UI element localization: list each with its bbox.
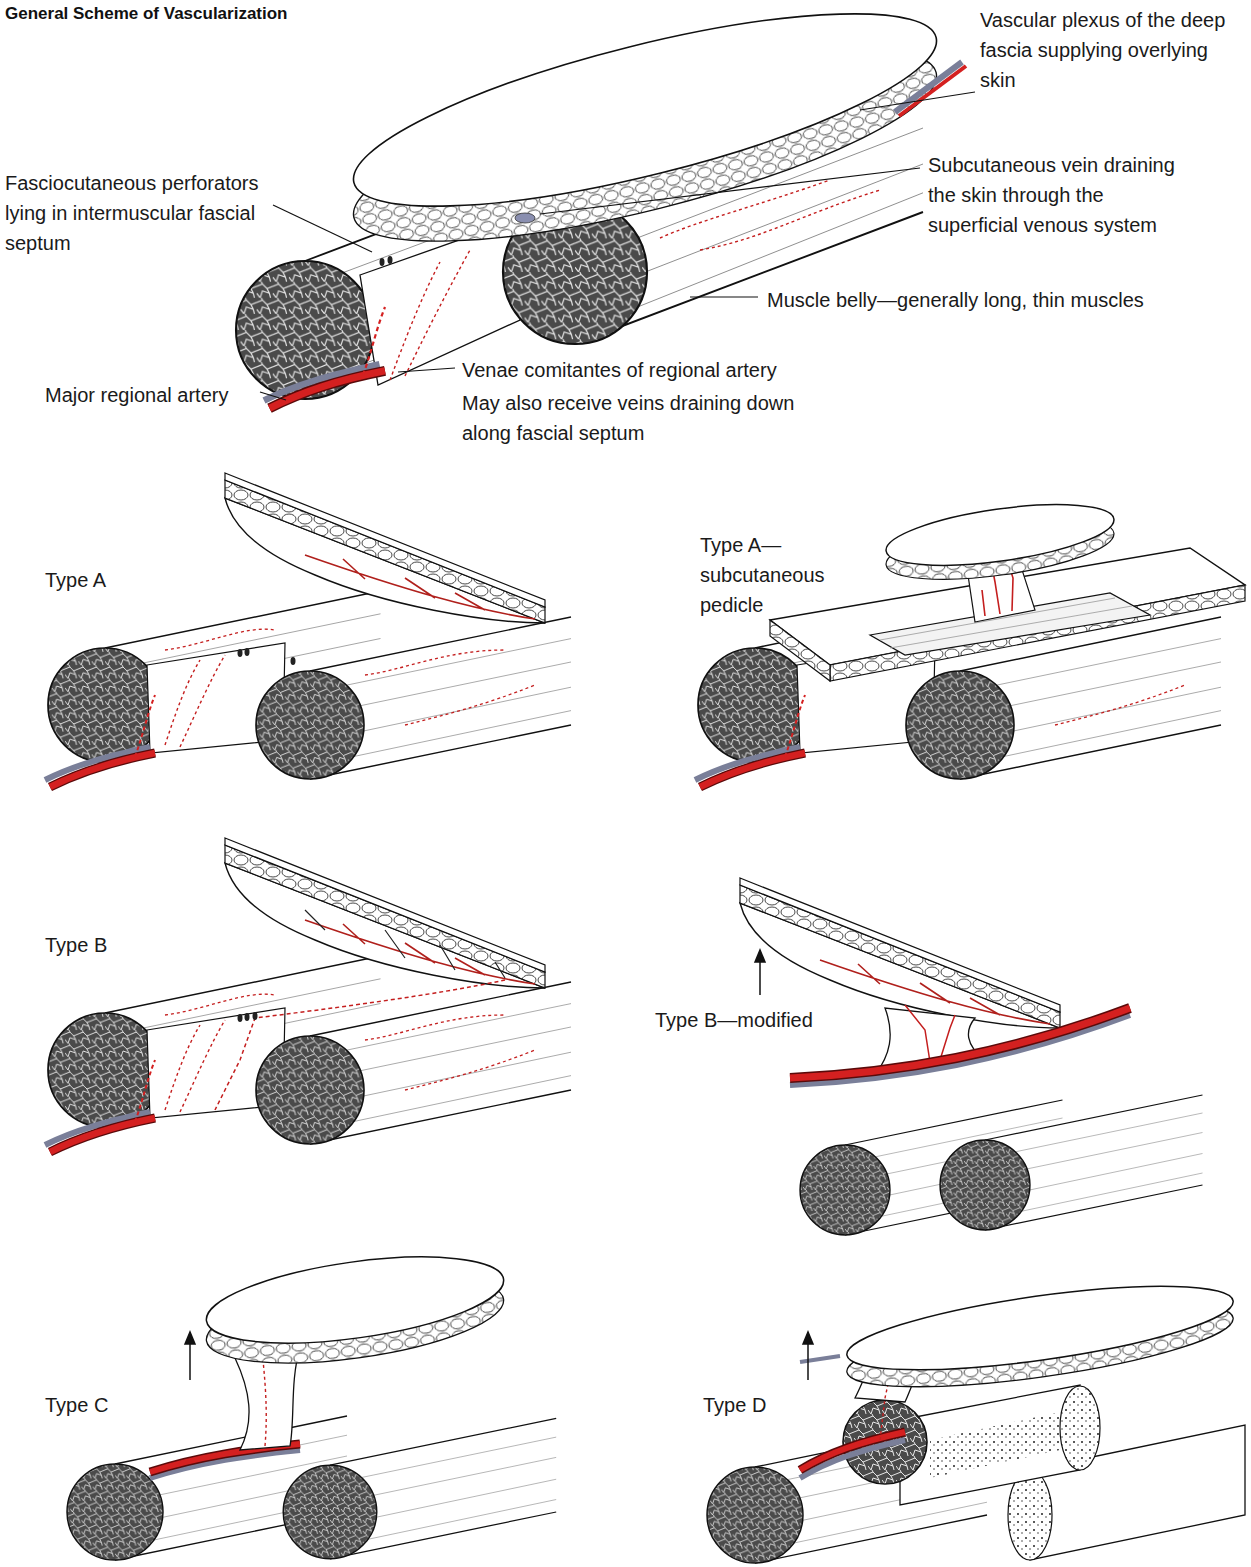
general-scheme-figure: [236, 0, 975, 408]
annotation-label: Type A—subcutaneous pedicle: [700, 530, 850, 620]
annotation-label: Type A: [45, 565, 106, 595]
type-a-figure: [45, 473, 571, 787]
annotation-label: May also receive veins draining down alo…: [462, 388, 822, 448]
annotation-label: Type C: [45, 1390, 108, 1420]
annotation-label: Vascular plexus of the deep fascia suppl…: [980, 5, 1245, 95]
annotation-label: Type D: [703, 1390, 766, 1420]
annotation-label: Subcutaneous vein draining the skin thro…: [928, 150, 1198, 240]
annotation-label: Muscle belly—generally long, thin muscle…: [767, 285, 1144, 315]
annotation-label: Fasciocutaneous perforators lying in int…: [5, 168, 270, 258]
type-b-modified-figure: [740, 878, 1203, 1235]
type-d-figure: [707, 1269, 1245, 1563]
annotation-label: Type B—modified: [655, 1005, 813, 1035]
annotation-label: Venae comitantes of regional artery: [462, 355, 777, 385]
diagram-title: General Scheme of Vascularization: [5, 3, 288, 25]
annotation-label: Major regional artery: [45, 380, 228, 410]
type-b-figure: [45, 838, 571, 1152]
type-a-subcutaneous-figure: [695, 493, 1245, 787]
type-c-figure: [67, 1241, 556, 1560]
annotation-label: Type B: [45, 930, 107, 960]
